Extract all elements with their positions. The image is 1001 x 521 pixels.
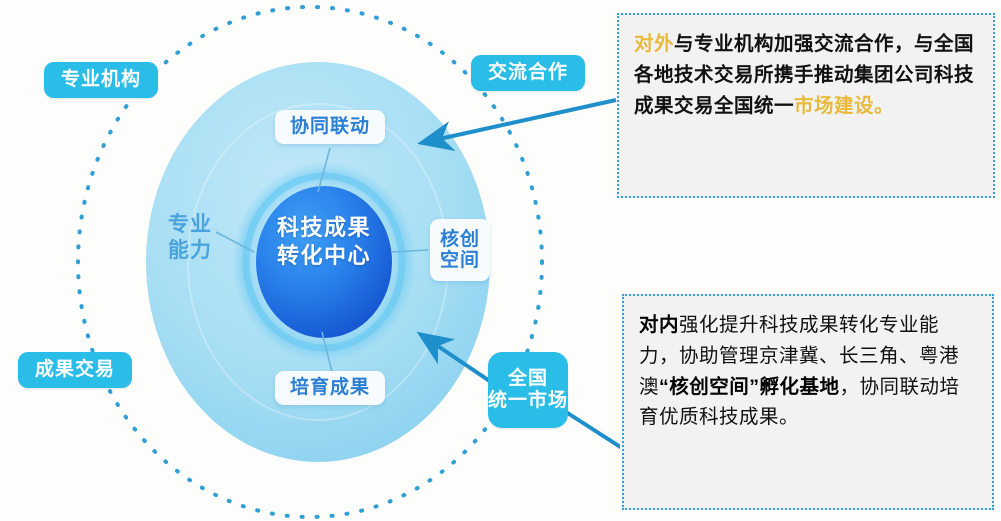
leader-line-bottom: [564, 410, 620, 450]
professional-capability-line2: 能力: [168, 238, 212, 262]
badge-professional-organization[interactable]: 专业机构: [44, 62, 158, 98]
pill-coordination[interactable]: 协同联动: [275, 110, 385, 144]
spoke-top: [317, 147, 331, 193]
core-sphere: [256, 186, 392, 338]
callout-internal-text: 对内强化提升科技成果转化专业能力，协助管理京津冀、长三角、粤港澳“核创空间”孵化…: [639, 310, 977, 433]
diagram-graphics: [76, 5, 620, 519]
callout-external-highlight-end: 市场建设。: [794, 94, 895, 117]
core-label-line1: 科技成果: [276, 215, 371, 240]
core-label-line2: 转化中心: [276, 242, 371, 268]
outer-dotted-ellipse: [76, 5, 544, 519]
badge-national-unified-market[interactable]: 全国 统一市场: [488, 352, 568, 428]
callout-internal-bold-start: 对内: [639, 314, 680, 336]
arrow-bottom: [416, 331, 502, 390]
spoke-right: [391, 249, 429, 253]
professional-capability-line1: 专业: [168, 213, 212, 236]
callout-external-body: 与专业机构加强交流合作，与全国各地技术交易所携手推动集团公司科技成果交易全国统一: [634, 33, 975, 117]
badge-achievement-trading[interactable]: 成果交易: [18, 352, 132, 388]
badge-national-unified-market-line2: 统一市场: [488, 390, 569, 411]
badge-achievement-trading-label: 成果交易: [34, 359, 115, 381]
pill-nuclear-space-line1: 核创: [439, 228, 480, 250]
callout-external-highlight-start: 对外: [634, 33, 675, 55]
spoke-bottom: [321, 331, 333, 373]
professional-capability-label: 专业 能力: [155, 212, 225, 263]
concentric-diagram: 科技成果 转化中心 专业 能力 协同联动 培育成果 核创 空间 专业机构 交流合…: [18, 5, 620, 519]
callout-internal-bold-quote: “核创空间”孵化基地: [659, 375, 840, 398]
pill-nuclear-space[interactable]: 核创 空间: [430, 219, 490, 281]
arrow-top: [417, 98, 617, 151]
pill-nuclear-space-line2: 空间: [439, 250, 480, 271]
callout-external-text: 对外与专业机构加强交流合作，与全国各地技术交易所携手推动集团公司科技成果交易全国…: [634, 29, 978, 121]
spoke-lines: [215, 147, 429, 373]
core-halo-ring: [242, 172, 406, 352]
callout-internal-body-1: 强化提升科技成果转化专业能力，协助管理京津冀、长三角、粤港澳: [639, 314, 960, 398]
pill-fruit-label: 培育成果: [289, 377, 370, 399]
badge-national-unified-market-line1: 全国: [507, 368, 548, 390]
pill-fruit[interactable]: 培育成果: [275, 371, 385, 405]
spoke-left: [215, 231, 255, 253]
callout-internal: 对内强化提升科技成果转化专业能力，协助管理京津冀、长三角、粤港澳“核创空间”孵化…: [622, 294, 994, 510]
callout-internal-body-2: ，协同联动培育优质科技成果。: [639, 375, 960, 429]
callout-external: 对外与专业机构加强交流合作，与全国各地技术交易所携手推动集团公司科技成果交易全国…: [617, 13, 995, 198]
pill-coordination-label: 协同联动: [289, 116, 370, 138]
badge-exchange-cooperation-label: 交流合作: [487, 62, 568, 84]
core-label: 科技成果 转化中心: [258, 214, 390, 269]
badge-professional-organization-label: 专业机构: [60, 69, 141, 91]
badge-exchange-cooperation[interactable]: 交流合作: [471, 55, 585, 91]
